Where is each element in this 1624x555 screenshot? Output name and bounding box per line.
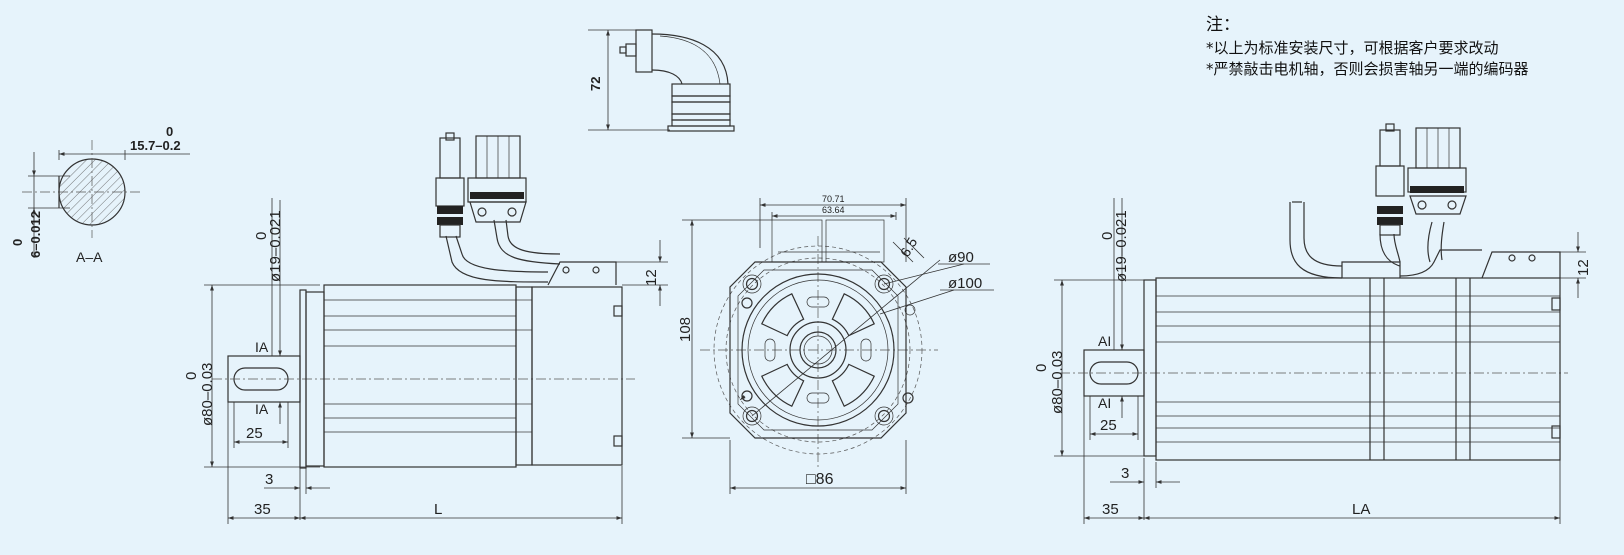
body-length-right: LA xyxy=(1352,501,1370,518)
body-dia-right: ø80–0.03 xyxy=(1049,351,1066,414)
pilot-circle xyxy=(713,245,923,455)
body-dia-left: ø80–0.03 xyxy=(199,363,216,426)
keyway-width-dim: 15.7–0.2 xyxy=(130,138,181,153)
body-dia-tol-left: 0 xyxy=(183,372,200,380)
section-label: A–A xyxy=(76,249,103,265)
notes-block: 注： *以上为标准安装尺寸，可根据客户要求改动 *严禁敲击电机轴，否则会损害轴另… xyxy=(1206,14,1616,80)
mount-hole xyxy=(745,277,759,291)
keyway-width-tol: 0 xyxy=(166,124,173,139)
section-mark-bottom-right: AI xyxy=(1098,395,1111,411)
body-length-left: L xyxy=(434,501,442,518)
key-dim: 6–0.012 xyxy=(28,211,43,258)
flange-thickness-left: 3 xyxy=(265,471,273,488)
note-line-1: *以上为标准安装尺寸，可根据客户要求改动 xyxy=(1206,39,1499,57)
front-width-outer: 70.71 xyxy=(822,194,845,204)
motor-body xyxy=(1155,277,1561,461)
front-view: 70.71 63.64 108 □86 6.5 ø90 ø100 xyxy=(677,194,994,494)
side-view-left: ø19–0.021 0 ø80–0.03 0 12 IA IA 25 3 35 … xyxy=(183,132,668,524)
shaft-dia-right: ø19–0.021 xyxy=(1113,210,1130,282)
hole-size-dim: 6.5 xyxy=(897,234,921,259)
key-length-right: 25 xyxy=(1100,417,1117,434)
connector-detail: 72 xyxy=(588,29,735,132)
front-width-inner: 63.64 xyxy=(822,205,845,215)
connector-height-right: 12 xyxy=(1575,259,1592,276)
shaft-length-right: 35 xyxy=(1102,501,1119,518)
front-height-dim: 108 xyxy=(677,317,694,342)
section-mark-top-left: IA xyxy=(255,339,269,355)
connector-height-dim: 72 xyxy=(588,77,603,91)
square-dim: □86 xyxy=(806,471,834,488)
flange-square xyxy=(729,261,907,439)
section-mark-top-right: AI xyxy=(1098,333,1111,349)
shaft-boss xyxy=(789,321,847,379)
connector-height-left: 12 xyxy=(643,269,660,286)
shaft-dia-tol-left: 0 xyxy=(253,232,270,240)
shaft-dia-tol-right: 0 xyxy=(1099,232,1116,240)
pilot-dim: ø100 xyxy=(948,275,982,292)
pcd-circle xyxy=(725,257,911,443)
key-length-left: 25 xyxy=(246,425,263,442)
shaft-length-left: 35 xyxy=(254,501,271,518)
key-dim-tol: 0 xyxy=(10,239,25,246)
section-mark-bottom-left: IA xyxy=(255,401,269,417)
flange-thickness-right: 3 xyxy=(1121,465,1129,482)
notes-title: 注： xyxy=(1206,15,1240,35)
note-line-2: *严禁敲击电机轴，否则会损害轴另一端的编码器 xyxy=(1206,60,1529,78)
shaft-dia-left: ø19–0.021 xyxy=(267,210,284,282)
body-dia-tol-right: 0 xyxy=(1033,364,1050,372)
side-view-right: 12 ø19–0.021 0 ø80–0.03 xyxy=(1033,123,1592,524)
motor-body xyxy=(323,284,517,468)
section-view-aa: 15.7–0.2 0 6–0.012 0 A–A xyxy=(10,124,190,265)
pcd-dim: ø90 xyxy=(948,249,974,266)
